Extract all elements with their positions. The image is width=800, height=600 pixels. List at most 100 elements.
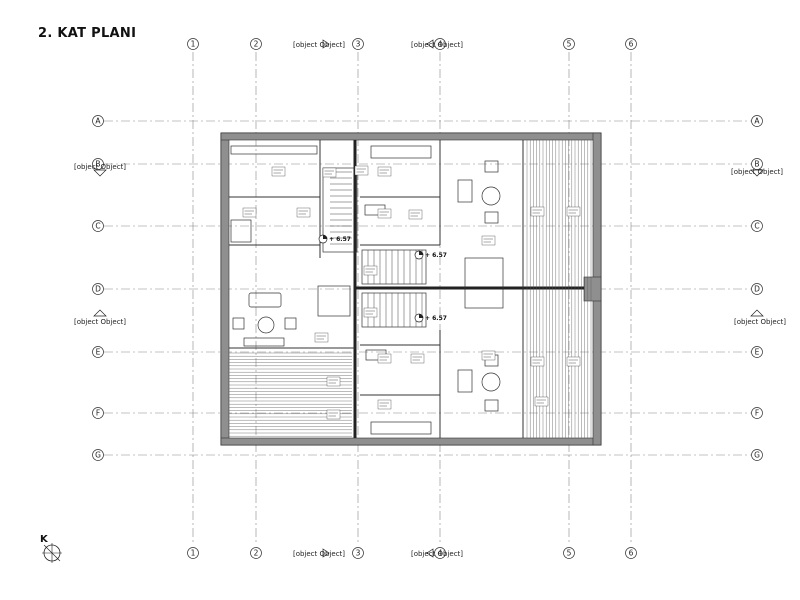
wardrobe-south <box>370 421 432 435</box>
bathtub-west <box>230 219 252 243</box>
level-mark-3: + 6.57 <box>414 313 447 323</box>
room-tag <box>314 332 329 343</box>
svg-text:[object Object]: [object Object] <box>411 550 463 558</box>
room-tag <box>242 207 257 218</box>
stair-west <box>322 167 358 253</box>
grid-label-row: F <box>755 409 759 418</box>
grid-bubble-row-C-left: C <box>92 220 104 232</box>
grid-label-col: 1 <box>191 40 196 49</box>
grid-label-row: C <box>754 222 759 231</box>
grid-bubble-row-G-right: G <box>751 449 763 461</box>
west-wall <box>220 132 230 446</box>
grid-label-col: 3 <box>356 549 361 558</box>
level-marks: + 6.57 + 6.57 + 6.57 <box>318 234 447 323</box>
level-mark-1: + 6.57 <box>318 234 351 244</box>
grid-label-col: 5 <box>567 549 572 558</box>
room-tag <box>377 208 392 219</box>
room-tag <box>377 399 392 410</box>
interior-walls <box>229 140 584 438</box>
section-marker-D-left: [object Object] <box>74 163 126 177</box>
north-label: K <box>40 534 49 545</box>
svg-text:[object Object]: [object Object] <box>293 41 345 49</box>
bed-west <box>317 285 351 317</box>
grid-bubble-row-C-right: C <box>751 220 763 232</box>
sofa-south <box>457 369 473 393</box>
south-wall <box>220 437 602 446</box>
grid-label-row: E <box>96 348 101 357</box>
room-tag <box>566 206 581 217</box>
svg-text:[object Object]: [object Object] <box>74 318 126 326</box>
wardrobe-north <box>370 145 432 159</box>
furniture <box>230 145 504 435</box>
chair-west-1 <box>232 317 245 330</box>
section-marker-A-right: [object Object] <box>734 309 786 326</box>
chair-west-2 <box>284 317 297 330</box>
room-tag <box>534 396 549 407</box>
room-tag <box>322 167 337 178</box>
svg-text:[object Object]: [object Object] <box>293 550 345 558</box>
grid-label-col: 2 <box>254 549 259 558</box>
grid-bubble-col-6-top: 6 <box>625 38 637 50</box>
sofa-north <box>457 179 473 203</box>
section-marker-D-right: [object Object] <box>731 168 783 177</box>
grid-label-row: A <box>754 117 760 126</box>
grid-label-col: 3 <box>356 40 361 49</box>
grid-label-col: 2 <box>254 40 259 49</box>
grid-bubble-col-3-top: 3 <box>352 38 364 50</box>
exterior-walls <box>220 132 602 446</box>
round-table-north <box>481 186 501 206</box>
chair-south-2 <box>484 399 499 412</box>
room-tag <box>354 165 369 176</box>
room-tag <box>271 166 286 177</box>
grid-bubble-row-A-left: A <box>92 115 104 127</box>
svg-text:[object Object]: [object Object] <box>734 318 786 326</box>
chair-north-1 <box>484 160 499 173</box>
level-mark-2: + 6.57 <box>414 250 447 260</box>
grid-label-row: D <box>95 285 101 294</box>
level-text-1: + 6.57 <box>329 236 351 243</box>
room-tag <box>408 209 423 220</box>
section-marker-B-bottom: [object Object] <box>293 548 345 558</box>
grid-bubble-row-F-left: F <box>92 407 104 419</box>
room-tag <box>363 265 378 276</box>
grid-bubble-col-6-bottom: 6 <box>625 547 637 559</box>
grid-label-row: G <box>754 451 760 460</box>
grid-bubble-row-G-left: G <box>92 449 104 461</box>
grid-bubble-col-2-top: 2 <box>250 38 262 50</box>
level-text-3: + 6.57 <box>425 315 447 322</box>
sofa <box>248 292 282 308</box>
grid-label-col: 6 <box>629 549 634 558</box>
room-tag <box>530 206 545 217</box>
section-marker-C-bottom: [object Object] <box>411 548 463 558</box>
plan-title: 2. KAT PLANI <box>38 26 137 41</box>
chair-north-2 <box>484 211 499 224</box>
stair-center-2 <box>361 292 427 328</box>
grid-bubble-col-5-top: 5 <box>563 38 575 50</box>
room-tags <box>242 165 581 420</box>
room-tag <box>377 166 392 177</box>
grid-label-col: 5 <box>567 40 572 49</box>
grid-label-row: E <box>755 348 760 357</box>
grid-bubble-row-E-right: E <box>751 346 763 358</box>
grid-label-col: 1 <box>191 549 196 558</box>
stair-center-1 <box>361 249 427 285</box>
room-tag <box>326 409 341 420</box>
grid-bubble-col-5-bottom: 5 <box>563 547 575 559</box>
grid-bubble-col-4-bottom: 4 <box>434 547 446 559</box>
grid-bubble-col-1-bottom: 1 <box>187 547 199 559</box>
room-tag <box>481 350 496 361</box>
svg-text:[object Object]: [object Object] <box>74 163 126 171</box>
room-tag <box>481 235 496 246</box>
stairs <box>322 167 427 328</box>
section-marker-C-top: [object Object] <box>411 39 463 49</box>
bench-west <box>243 337 285 347</box>
section-marker-A-left: [object Object] <box>74 309 126 326</box>
section-markers: [object Object] [object Object] [object … <box>74 39 786 558</box>
svg-text:[object Object]: [object Object] <box>411 41 463 49</box>
grid-bubble-row-A-right: A <box>751 115 763 127</box>
dining-table <box>464 257 504 309</box>
grid-bubble-col-4-top: 4 <box>434 38 446 50</box>
grid-label-row: B <box>754 160 759 169</box>
grid-label-col: 4 <box>438 549 443 558</box>
